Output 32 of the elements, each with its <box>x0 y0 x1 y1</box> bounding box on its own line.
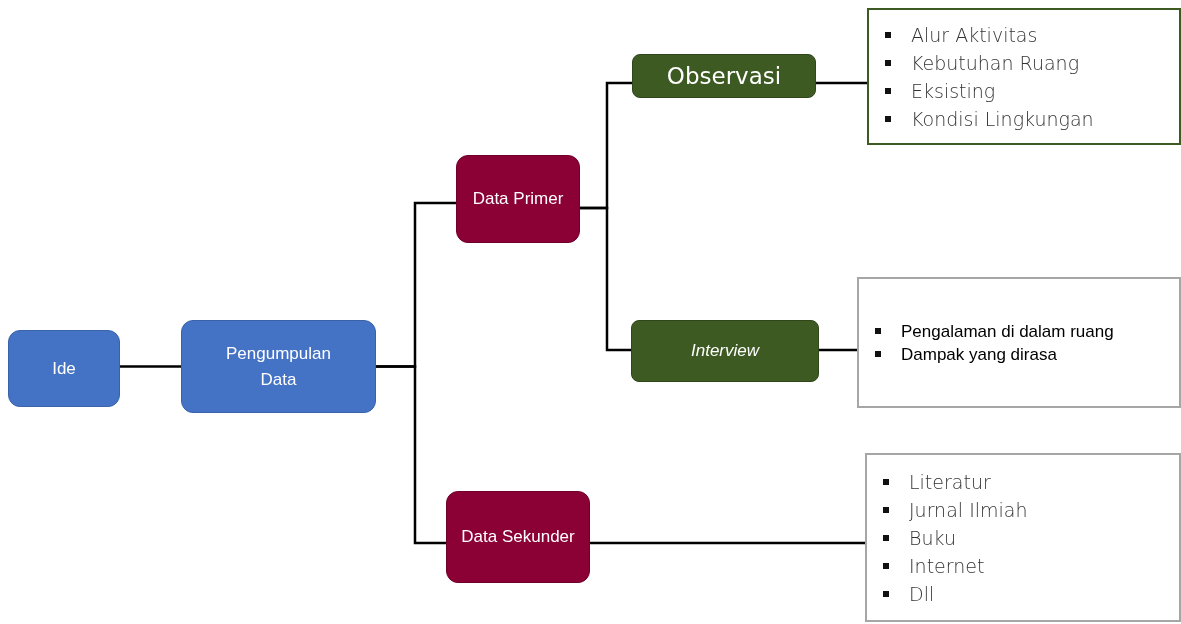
bullet-item: Alur Aktivitas <box>883 20 1038 49</box>
bullet-item: Kebutuhan Ruang <box>883 48 1080 77</box>
process-box <box>632 54 816 98</box>
connector-line <box>819 348 857 352</box>
process-box <box>631 320 819 382</box>
bullet-item: Internet <box>881 551 985 580</box>
box-label: Pengumpulan Data <box>225 342 332 391</box>
box-label: Ide <box>52 357 76 380</box>
connector-line <box>590 541 865 545</box>
box-label: Data Sekunder <box>461 526 575 548</box>
bullet-list-box <box>867 8 1181 145</box>
bullet-item: Jurnal Ilmiah <box>881 495 1028 524</box>
bullet-item: Dll <box>881 579 935 608</box>
bullet-list-box <box>857 277 1181 408</box>
box-label: Interview <box>691 341 759 361</box>
connector-line <box>816 81 867 85</box>
process-box <box>8 330 120 407</box>
bullet-item: Dampak yang dirasa <box>873 342 1057 366</box>
connector-line <box>376 365 446 545</box>
connector-line <box>580 206 631 352</box>
box-label: Observasi <box>666 63 782 89</box>
bullet-list-box <box>865 453 1181 622</box>
bullet-item: Eksisting <box>883 76 996 105</box>
bullet-item: Pengalaman di dalam ruang <box>873 319 1114 343</box>
box-label: Data Primer <box>472 188 564 210</box>
bullet-item: Literatur <box>881 467 991 496</box>
process-box <box>446 491 590 583</box>
bullet-item: Buku <box>881 523 956 552</box>
bullet-item: Kondisi Lingkungan <box>883 104 1094 133</box>
process-box <box>456 155 580 243</box>
process-box <box>181 320 376 413</box>
connector-line <box>120 365 181 368</box>
